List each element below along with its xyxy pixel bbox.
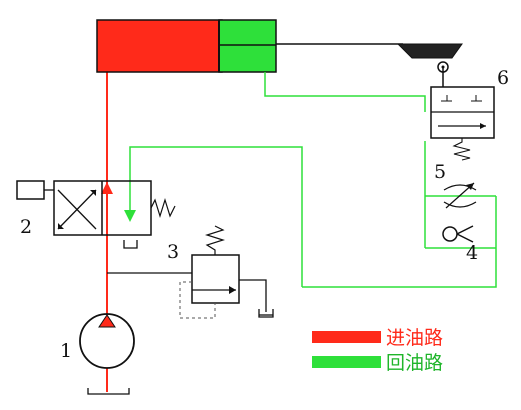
label-1: 1 <box>60 340 72 362</box>
label-3: 3 <box>167 241 179 263</box>
legend-supply-label: 进油路 <box>386 327 443 349</box>
check-valve-icon <box>442 225 474 243</box>
label-2: 2 <box>20 216 32 238</box>
throttle-valve-icon <box>443 182 477 209</box>
return-line-bottom <box>302 248 497 288</box>
label-6: 6 <box>497 67 509 89</box>
return-line-valve <box>129 146 303 287</box>
relief-valve-icon <box>179 225 274 319</box>
legend-return-swatch <box>312 356 381 368</box>
directional-valve-icon <box>16 180 176 249</box>
travel-valve-icon <box>430 61 495 161</box>
return-arrow <box>124 210 136 222</box>
hydraulic-pump-icon <box>79 313 135 395</box>
cam-block <box>396 43 463 59</box>
legend-supply-swatch <box>312 331 381 343</box>
supply-arrow <box>101 182 113 194</box>
cylinder-cap-side <box>218 19 277 73</box>
cylinder-rod-side <box>96 19 223 73</box>
return-line-cylinder <box>264 72 426 112</box>
legend-return-label: 回油路 <box>386 352 443 374</box>
label-4: 4 <box>466 242 478 264</box>
legend: 进油路 回油路 <box>312 327 443 374</box>
label-5: 5 <box>434 161 446 183</box>
